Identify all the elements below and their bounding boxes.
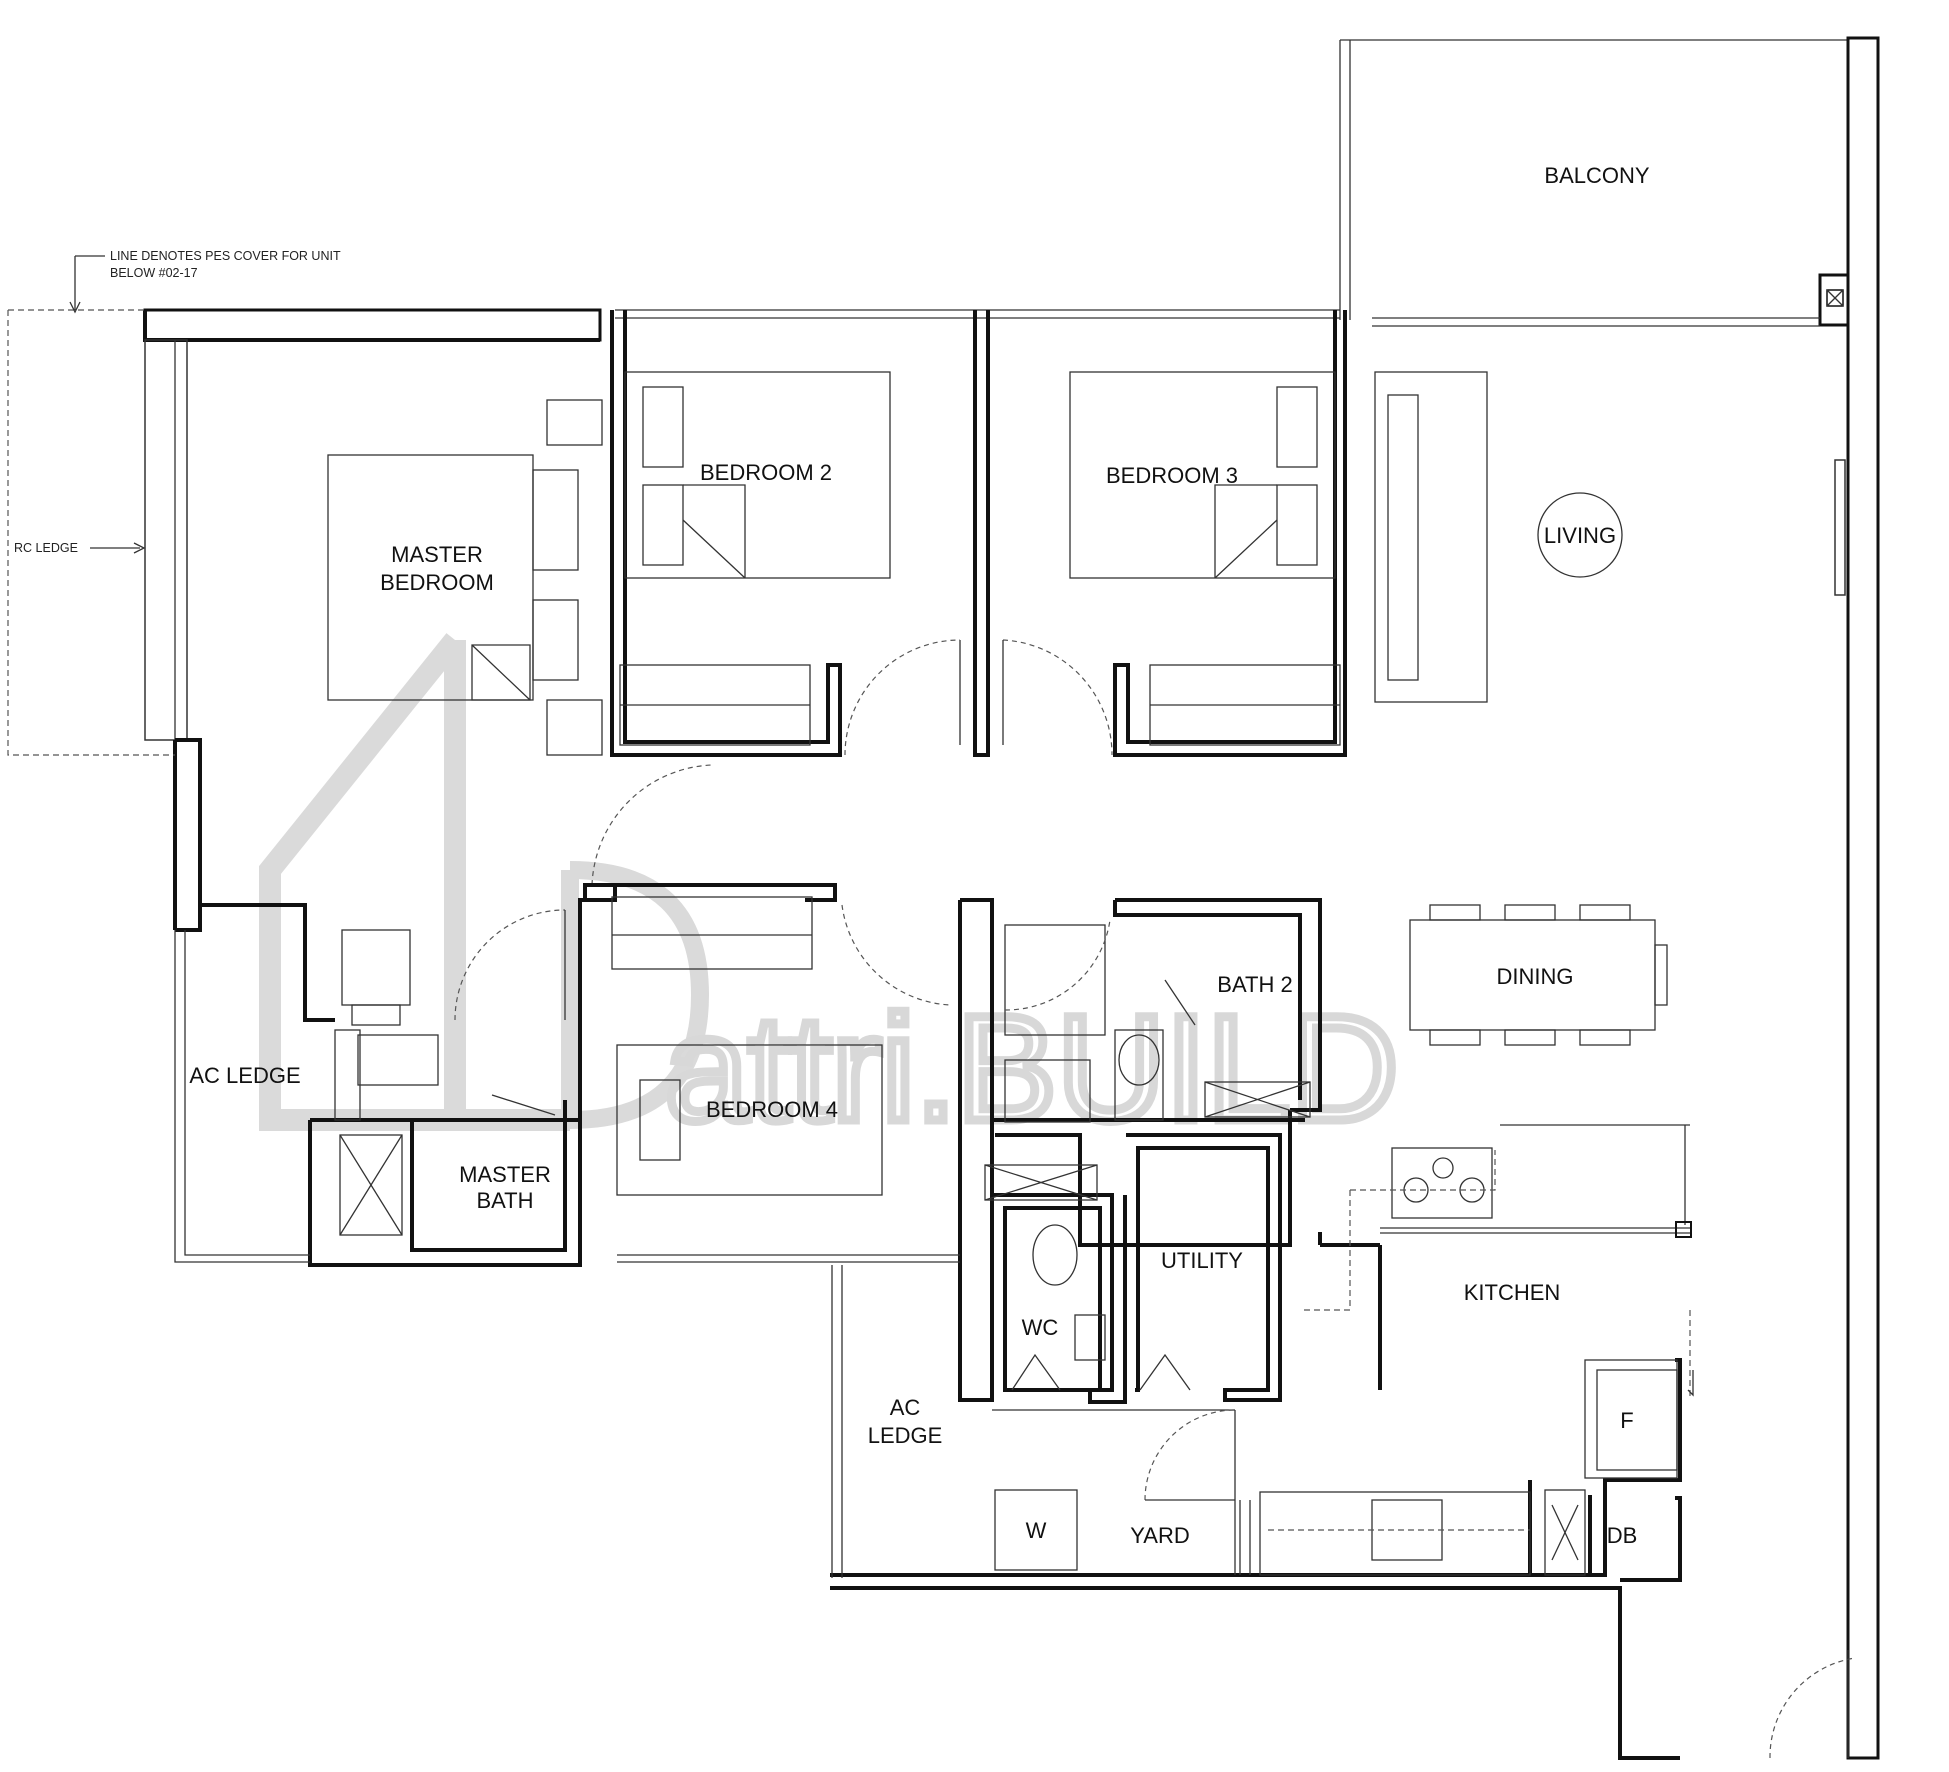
bedroom-3: BEDROOM 3: [1069, 371, 1341, 746]
ac-ledge-bottom: AC LEDGE: [831, 1265, 943, 1578]
yard-label: YARD: [1130, 1523, 1190, 1548]
watermark-text: attri.BUILD: [665, 984, 1399, 1152]
bedroom-partition-walls: [173, 310, 1347, 1022]
rc-ledge-note: RC LEDGE: [14, 541, 78, 555]
utility-label: UTILITY: [1161, 1248, 1243, 1273]
master-bath-label-line1: MASTER: [459, 1162, 551, 1187]
dining-label: DINING: [1497, 964, 1574, 989]
bath-2-label: BATH 2: [1217, 972, 1292, 997]
bedroom-2-label: BEDROOM 2: [700, 460, 832, 485]
ac-ledge-bottom-label-line2: LEDGE: [868, 1423, 943, 1448]
wc-label: WC: [1022, 1315, 1059, 1340]
master-bath-label-line2: BATH: [476, 1188, 533, 1213]
wc: WC: [984, 1164, 1106, 1391]
watermark-logo: attri.BUILD: [259, 633, 1403, 1157]
bath-2: BATH 2: [1004, 919, 1311, 1123]
bedroom-3-label: BEDROOM 3: [1106, 463, 1238, 488]
washer-label: W: [1026, 1518, 1047, 1543]
ac-ledge-left: AC LEDGE: [174, 930, 310, 1263]
annotations: LINE DENOTES PES COVER FOR UNIT BELOW #0…: [7, 249, 341, 756]
utility: UTILITY: [1139, 1248, 1243, 1391]
master-bedroom-label-line1: MASTER: [391, 542, 483, 567]
bedroom-4: BEDROOM 4: [611, 896, 960, 1263]
kitchen-label: KITCHEN: [1464, 1280, 1561, 1305]
master-bedroom: MASTER BEDROOM: [327, 399, 603, 756]
ac-ledge-left-label: AC LEDGE: [189, 1063, 300, 1088]
living-area: LIVING: [1374, 371, 1623, 703]
dining-area: DINING: [1409, 904, 1668, 1046]
pes-note-line2: BELOW #02-17: [110, 266, 198, 280]
living-label: LIVING: [1544, 523, 1616, 548]
bedroom-4-label: BEDROOM 4: [706, 1097, 838, 1122]
db-label: DB: [1607, 1523, 1638, 1548]
door-swings-top: [591, 639, 1113, 886]
master-bath: MASTER BATH: [334, 909, 566, 1236]
outer-walls: [143, 36, 1880, 1760]
kitchen: KITCHEN F DB: [1259, 1124, 1856, 1759]
ac-ledge-bottom-label-line1: AC: [890, 1395, 921, 1420]
fridge-label: F: [1620, 1408, 1633, 1433]
master-bedroom-label-line2: BEDROOM: [380, 570, 494, 595]
yard: W YARD: [992, 1409, 1251, 1575]
bedroom-2: BEDROOM 2: [619, 371, 891, 746]
pes-note-line1: LINE DENOTES PES COVER FOR UNIT: [110, 249, 341, 263]
balcony-label: BALCONY: [1544, 163, 1649, 188]
